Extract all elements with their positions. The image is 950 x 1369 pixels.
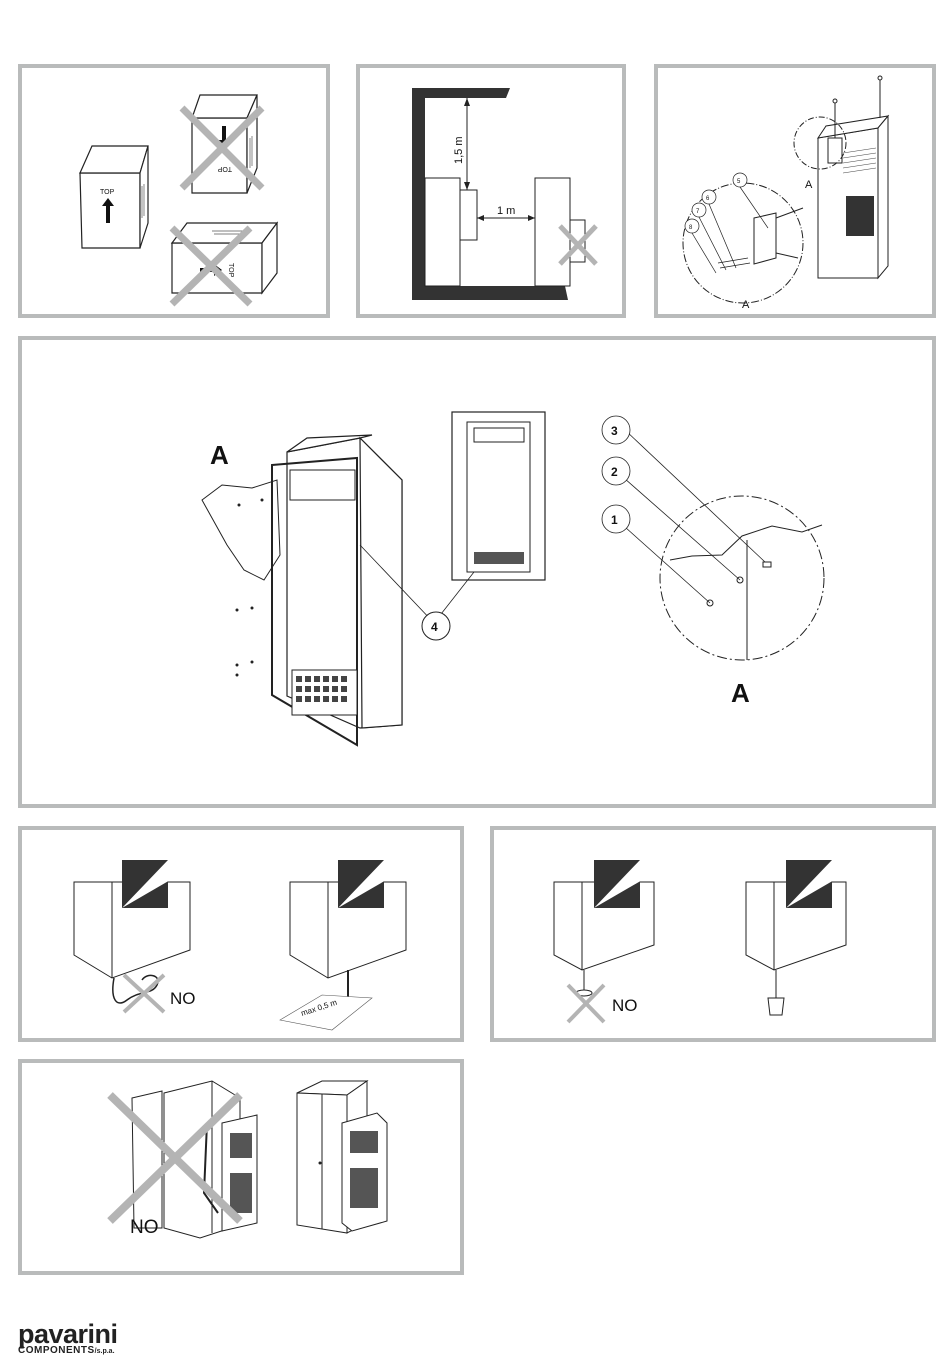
- detail-label: A: [742, 299, 750, 311]
- callout-2: 2: [611, 465, 618, 479]
- top-label-lying: TOP: [227, 263, 234, 278]
- callout-1: 1: [611, 513, 618, 527]
- top-label-upright: TOP: [100, 189, 115, 196]
- door-panel: NO: [18, 1059, 464, 1275]
- callout-4: 4: [431, 620, 438, 634]
- drain-bottle-illustration: NO: [494, 830, 932, 1038]
- storage-orientation-illustration: TOP TOP TOP: [22, 68, 326, 314]
- detail-small-panel: A 5 6 7 8 A: [654, 64, 936, 318]
- wrong-cross-icon: [124, 975, 164, 1012]
- logo-subtitle: COMPONENTS/s.p.a.: [18, 1346, 118, 1357]
- detail-label-unit: A: [805, 179, 813, 191]
- logo-name: pavarini: [18, 1322, 118, 1346]
- clearance-illustration: 1,5 m 1 m: [360, 68, 622, 314]
- no-label: NO: [612, 996, 638, 1015]
- mounting-panel: A: [18, 336, 936, 808]
- height-label: 1,5 m: [453, 136, 465, 164]
- no-label: NO: [130, 1217, 159, 1238]
- drain-tube-panel: NO max 0,5 m: [18, 826, 464, 1042]
- detail-label-right: A: [731, 678, 750, 708]
- drain-tube-illustration: NO max 0,5 m: [22, 830, 460, 1038]
- logo-suffix: /s.p.a.: [95, 1348, 115, 1355]
- door-illustration: NO: [22, 1063, 460, 1271]
- callout-3: 3: [611, 424, 618, 438]
- bottle-icon: [768, 998, 784, 1015]
- logo-subtitle-text: COMPONENTS: [18, 1345, 95, 1356]
- storage-orientation-panel: TOP TOP TOP: [18, 64, 330, 318]
- clearance-panel: 1,5 m 1 m: [356, 64, 626, 318]
- top-label-inverted: TOP: [217, 165, 232, 172]
- no-label: NO: [170, 989, 196, 1008]
- pavarini-logo: pavarini COMPONENTS/s.p.a.: [18, 1322, 118, 1357]
- drain-bottle-panel: NO: [490, 826, 936, 1042]
- mounting-illustration: A: [22, 340, 932, 804]
- width-label: 1 m: [497, 205, 515, 217]
- detail-small-illustration: A 5 6 7 8 A: [658, 68, 932, 314]
- detail-label-left: A: [210, 440, 229, 470]
